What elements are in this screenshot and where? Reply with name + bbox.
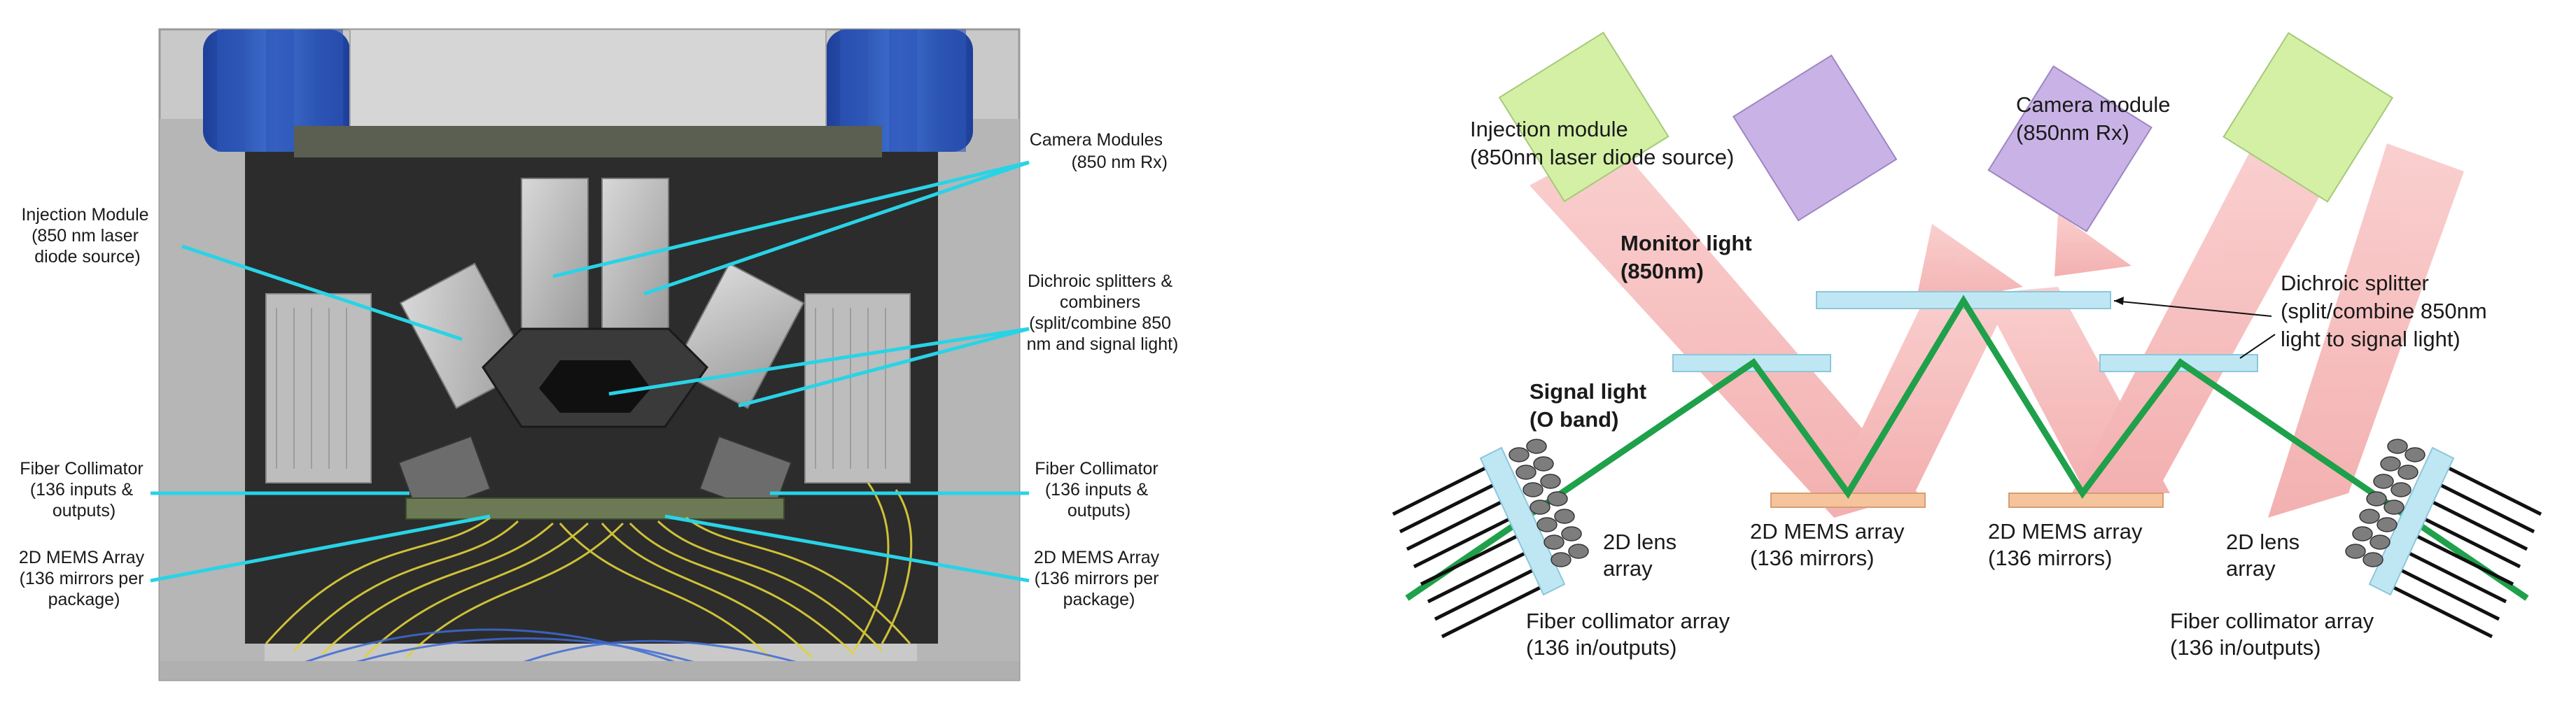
label-dichroic-splitter-schematic: Dichroic splitter (split/combine 850nm l… (2281, 271, 2493, 351)
side-module-right (672, 262, 805, 409)
label-fiber-collimator-left: Fiber Collimator (136 inputs & outputs) (20, 459, 148, 521)
label-injection-module: Injection Module (850 nm laser diode sou… (21, 205, 153, 267)
heatsink-right (804, 293, 911, 483)
top-circuit-board (294, 126, 882, 157)
mems-array-right (2008, 493, 2164, 508)
camera-module-box-right (1987, 65, 2152, 232)
top-plate (349, 29, 827, 135)
heatsink-left (265, 293, 372, 483)
fiber-collimator-array-right (2368, 446, 2542, 639)
photo-panel: Camera Modules (850 nm Rx) Injection Mod… (19, 28, 1179, 681)
beam-arrow-left (1914, 224, 2023, 308)
beam-right-source (2268, 143, 2464, 518)
yellow-fiber-bundle (265, 482, 913, 659)
lens-array-left (1508, 439, 1589, 567)
injection-module-left-box (1498, 31, 1670, 203)
callout-camera-left (552, 160, 1030, 278)
injection-module-right-box (2222, 31, 2394, 203)
beam-camera-right-up (2072, 150, 2328, 493)
label-mems-left-schematic: 2D MEMS array (136 mirrors) (1750, 519, 1910, 570)
label-collimator-left-schematic: Fiber collimator array (136 in/outputs) (1526, 609, 1736, 660)
pointer-dichroic-center (2113, 300, 2272, 317)
label-signal-light: Signal light (O band) (1530, 379, 1653, 432)
label-injection-module-schematic: Injection module (850nm laser diode sour… (1470, 117, 1734, 169)
label-camera-modules: Camera Modules (850 nm Rx) (1030, 130, 1168, 172)
label-fiber-collimator-right: Fiber Collimator (136 inputs & outputs) (1035, 459, 1163, 521)
callout-mems-left (150, 514, 491, 583)
beam-arrow-right (2054, 213, 2132, 276)
signal-light-path (1405, 295, 2529, 601)
blue-cable-coil-right (826, 29, 973, 152)
collimator-block-left (1479, 446, 1566, 596)
callout-dichroic-right (738, 327, 1030, 408)
label-monitor-light: Monitor light (850nm) (1620, 231, 1758, 283)
central-mount-window (539, 360, 651, 413)
callout-lines (150, 160, 1030, 583)
camera-module-right (601, 178, 669, 330)
pointer-dichroic-right (2239, 334, 2276, 359)
label-dichroic-splitters: Dichroic splitters & combiners (split/co… (1027, 271, 1179, 354)
chassis-bottom-lip (160, 661, 1019, 680)
label-mems-right-schematic: 2D MEMS array (136 mirrors) (1988, 519, 2148, 570)
fiber-collimator-array-left (1392, 446, 1566, 639)
schematic-panel: Injection module (850nm laser diode sour… (1392, 31, 2542, 660)
pointer-dichroic-center-arrow (2114, 297, 2124, 305)
label-camera-module-schematic: Camera module (850nm Rx) (2016, 92, 2176, 145)
label-collimator-right-schematic: Fiber collimator array (136 in/outputs) (2170, 609, 2380, 660)
label-mems-right: 2D MEMS Array (136 mirrors per package) (1034, 548, 1164, 609)
blue-fiber-bundle (279, 628, 841, 677)
beam-injection-down (1530, 140, 1918, 518)
camera-module-box-left (1732, 54, 1898, 222)
callout-injection (181, 244, 463, 341)
mems-board (405, 497, 785, 520)
dichroic-splitter-left (1672, 354, 1831, 372)
label-mems-left: 2D MEMS Array (136 mirrors per package) (19, 548, 149, 609)
heatsink-fins (276, 308, 886, 469)
label-lens-right: 2D lens array (2226, 530, 2306, 581)
beam-left-up (1830, 283, 2012, 493)
callout-mems-right (664, 514, 1030, 583)
lens-array-right (2345, 439, 2426, 567)
callout-camera-right (643, 160, 1030, 296)
label-lens-left: 2D lens array (1603, 530, 1683, 581)
camera-module-left (521, 178, 589, 330)
collimator-block-right (2368, 446, 2455, 596)
callout-dichroic-center (608, 327, 1030, 396)
